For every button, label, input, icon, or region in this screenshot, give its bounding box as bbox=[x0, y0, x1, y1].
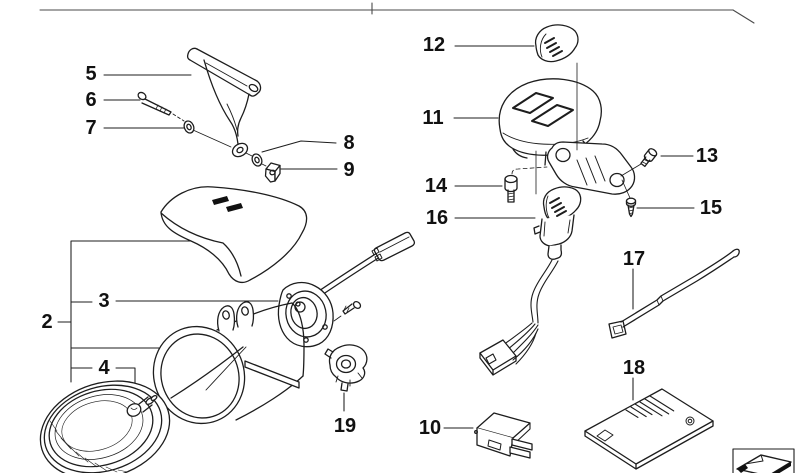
part-14-screw bbox=[504, 174, 518, 203]
leader-lines bbox=[57, 45, 695, 429]
callout-2[interactable]: 2 bbox=[41, 311, 53, 333]
construction-lines bbox=[511, 62, 642, 199]
part-3-ring-carrier bbox=[277, 231, 416, 348]
part-17-cable-strap bbox=[608, 248, 740, 339]
callout-14[interactable]: 14 bbox=[424, 175, 448, 197]
callout-3[interactable]: 3 bbox=[98, 290, 110, 312]
part-2-housing bbox=[152, 301, 305, 425]
callout-10[interactable]: 10 bbox=[418, 417, 442, 439]
part-16-switch bbox=[533, 186, 582, 260]
callout-13[interactable]: 13 bbox=[695, 145, 719, 167]
part-10-relay bbox=[474, 412, 533, 459]
callout-5[interactable]: 5 bbox=[85, 63, 97, 85]
part-7-washer bbox=[183, 120, 232, 148]
callout-6[interactable]: 6 bbox=[85, 89, 97, 111]
part-15-screw bbox=[625, 197, 637, 218]
part-6-screw bbox=[137, 91, 185, 122]
part-13-screw bbox=[640, 148, 658, 168]
part-12-rocker-cap bbox=[534, 24, 579, 63]
part-11-switch-housing bbox=[498, 78, 602, 166]
callout-19[interactable]: 19 bbox=[333, 415, 357, 437]
page-border-rule bbox=[39, 2, 755, 24]
part-18-booklet bbox=[584, 388, 714, 470]
wire-connector bbox=[373, 231, 416, 262]
page-arrow-icon[interactable] bbox=[732, 448, 795, 473]
callout-8[interactable]: 8 bbox=[343, 132, 355, 154]
assembly-2-bracket-line bbox=[57, 240, 279, 400]
callout-4[interactable]: 4 bbox=[98, 357, 110, 379]
ring-fixing-screw bbox=[333, 300, 362, 322]
switch-mounting-plate bbox=[546, 141, 636, 195]
part-4-bulb bbox=[126, 394, 158, 417]
part-16-harness bbox=[479, 259, 559, 376]
callout-16[interactable]: 16 bbox=[425, 207, 449, 229]
callout-15[interactable]: 15 bbox=[699, 197, 723, 219]
callout-18[interactable]: 18 bbox=[622, 357, 646, 379]
part-9-nut bbox=[264, 162, 281, 183]
part-2-cover-shell bbox=[160, 186, 308, 284]
callout-7[interactable]: 7 bbox=[85, 117, 97, 139]
part-19-bulb-socket bbox=[324, 344, 368, 392]
callout-17[interactable]: 17 bbox=[622, 248, 646, 270]
part-8-washer bbox=[245, 152, 267, 167]
part-5-bracket bbox=[186, 47, 262, 158]
callout-9[interactable]: 9 bbox=[343, 159, 355, 181]
callout-11[interactable]: 11 bbox=[422, 107, 444, 129]
callout-12[interactable]: 12 bbox=[422, 34, 446, 56]
